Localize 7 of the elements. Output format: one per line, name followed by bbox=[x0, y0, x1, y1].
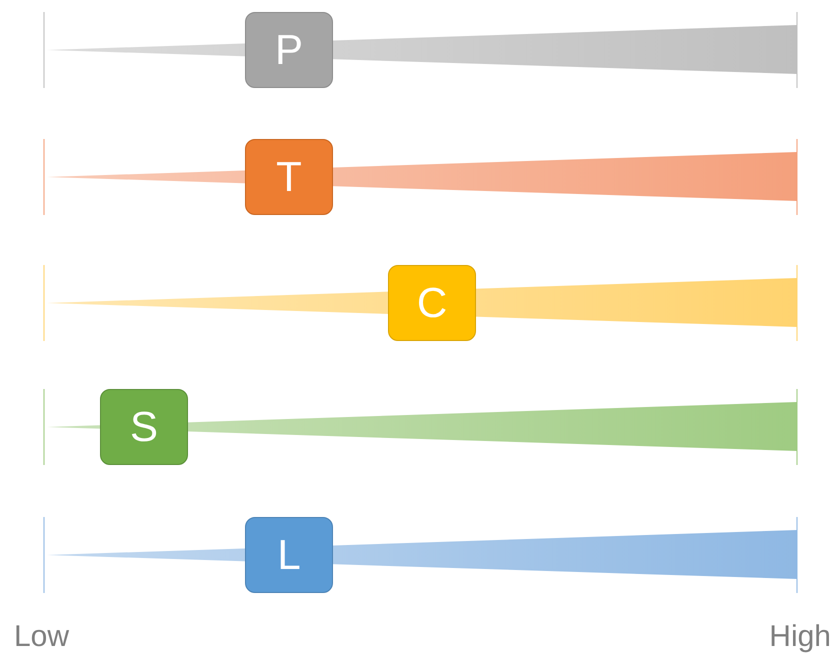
letter-box: T bbox=[245, 139, 333, 215]
letter-box: S bbox=[100, 389, 188, 465]
letter-box: L bbox=[245, 517, 333, 593]
scale-label: Low bbox=[14, 620, 70, 654]
letter-box: C bbox=[388, 265, 476, 341]
scale-label: High bbox=[769, 620, 831, 654]
letter-box: P bbox=[245, 12, 333, 88]
